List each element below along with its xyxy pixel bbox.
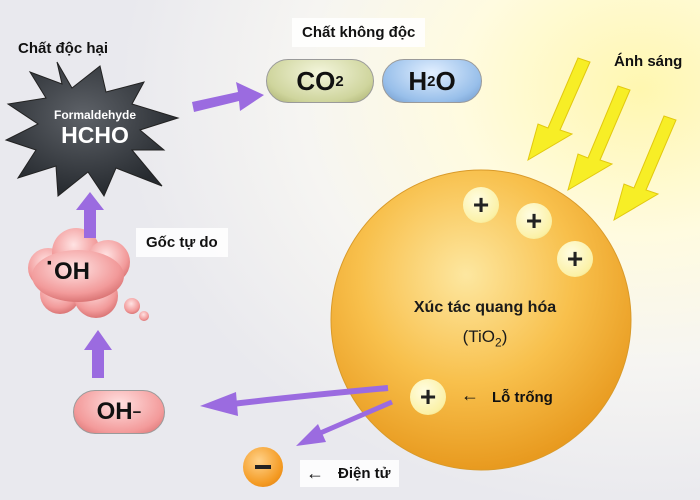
formaldehyde-starburst bbox=[4, 61, 180, 198]
oh-ion-charge: − bbox=[132, 403, 142, 421]
oh-ion-text: OH bbox=[96, 398, 133, 425]
h2o-h: H bbox=[408, 65, 428, 96]
h2o-subscript: 2 bbox=[427, 72, 436, 90]
hole-plus-1: + bbox=[463, 187, 499, 223]
catalyst-formula-sub: 2 bbox=[495, 335, 502, 350]
catalyst-name: Xúc tác quang hóa bbox=[413, 299, 557, 316]
oh-radical-text: OH bbox=[54, 258, 90, 285]
arrow-to-electron bbox=[316, 399, 393, 437]
catalyst-formula-close: ) bbox=[501, 327, 508, 346]
arrow-ion-to-radical bbox=[84, 330, 112, 378]
label-non-toxic: Chất không độc bbox=[292, 18, 426, 47]
arrow-to-products bbox=[192, 82, 264, 112]
oh-radical-label: ·OH bbox=[46, 250, 90, 286]
catalyst-formula: (TiO2) bbox=[430, 327, 540, 349]
label-light: Ánh sáng bbox=[614, 53, 683, 70]
label-electron: Điện tử bbox=[300, 460, 399, 487]
hole-plus-4: + bbox=[410, 379, 446, 415]
oh-radical-dot: · bbox=[46, 250, 54, 277]
label-free-radical: Gốc tự do bbox=[136, 228, 228, 257]
hole-plus-3: + bbox=[557, 241, 593, 277]
arrow-radical-to-star bbox=[76, 192, 104, 238]
hydroxide-ion: OH− bbox=[73, 390, 165, 434]
hole-plus-2: + bbox=[516, 203, 552, 239]
h2o-o: O bbox=[435, 65, 456, 96]
co2-text: CO bbox=[296, 65, 336, 96]
catalyst-sphere bbox=[330, 169, 632, 471]
catalyst-formula-main: (TiO bbox=[462, 327, 496, 346]
minus-sign bbox=[255, 465, 271, 469]
hole-arrow-symbol: ← bbox=[461, 385, 479, 405]
co2-subscript: 2 bbox=[335, 72, 344, 90]
arrow-to-electron-head bbox=[296, 424, 326, 446]
reaction-arrows bbox=[76, 82, 264, 378]
electron-arrow-symbol: ← bbox=[306, 463, 324, 483]
label-hole: Lỗ trống bbox=[492, 389, 553, 406]
label-harmful: Chất độc hại bbox=[18, 40, 109, 57]
formaldehyde-label: Formaldehyde bbox=[53, 108, 137, 122]
arrow-hole-to-ion-head bbox=[200, 392, 238, 416]
electron-minus bbox=[243, 447, 283, 487]
oh-radical-cloud bbox=[28, 228, 149, 321]
arrow-hole-to-ion bbox=[231, 385, 389, 407]
hcho-label: HCHO bbox=[61, 122, 129, 148]
light-arrows bbox=[527, 57, 677, 222]
